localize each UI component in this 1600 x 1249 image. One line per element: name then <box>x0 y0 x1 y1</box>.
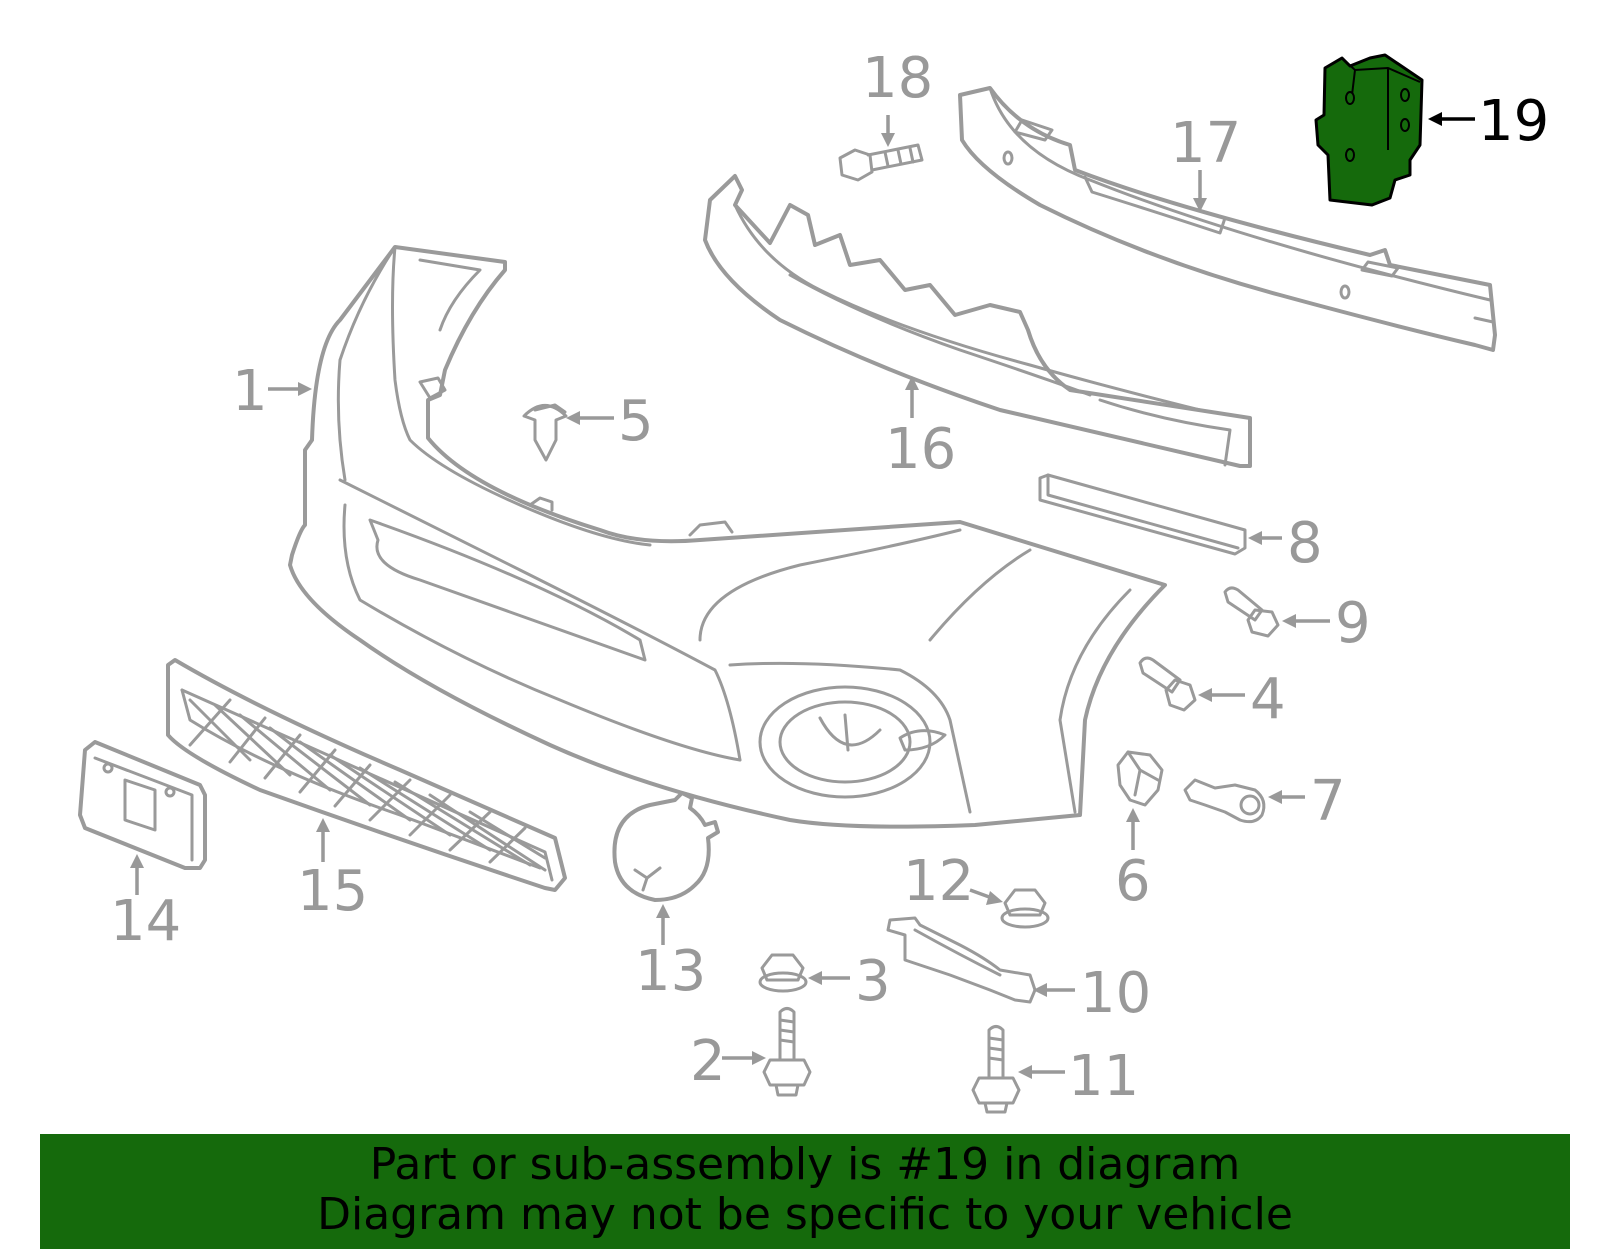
callout-18: 18 <box>862 46 933 111</box>
callout-12: 12 <box>903 849 974 914</box>
part-18-bolt[interactable] <box>838 143 924 182</box>
part-4-bolt[interactable] <box>1138 656 1197 712</box>
part-12-nut[interactable] <box>1000 888 1050 929</box>
part-3-nut[interactable] <box>758 953 808 993</box>
part-1-bumper-cover[interactable] <box>288 245 1167 829</box>
callout-3: 3 <box>855 949 891 1014</box>
callout-17: 17 <box>1170 111 1241 176</box>
part-14-license-bracket[interactable] <box>78 740 207 870</box>
part-5-push-clip[interactable] <box>522 403 568 462</box>
banner-line-1: Part or sub-assembly is #19 in diagram <box>369 1139 1241 1190</box>
callout-labels: 1 2 3 4 5 6 7 8 9 10 11 12 13 14 15 16 1… <box>110 46 1549 1109</box>
part-19-bracket[interactable] <box>1314 53 1424 207</box>
callout-16: 16 <box>885 417 956 482</box>
callout-13: 13 <box>635 939 706 1004</box>
callout-15: 15 <box>297 859 368 924</box>
callout-4: 4 <box>1250 667 1286 732</box>
part-2-bolt[interactable] <box>762 1007 812 1097</box>
part-13-tow-hook-cover[interactable] <box>612 791 720 902</box>
callout-7: 7 <box>1310 769 1346 834</box>
info-banner: Part or sub-assembly is #19 in diagram D… <box>40 1134 1570 1249</box>
part-17-reinforcement-bar[interactable] <box>958 86 1497 352</box>
callout-9: 9 <box>1335 591 1371 656</box>
callout-2: 2 <box>690 1029 726 1094</box>
callout-5: 5 <box>618 389 654 454</box>
banner-line-2: Diagram may not be specific to your vehi… <box>317 1189 1293 1240</box>
part-10-support-bracket[interactable] <box>886 916 1037 1004</box>
callout-11: 11 <box>1068 1044 1139 1109</box>
callout-14: 14 <box>110 889 181 954</box>
callout-6: 6 <box>1115 849 1151 914</box>
part-11-bolt[interactable] <box>971 1025 1021 1114</box>
part-7-clip[interactable] <box>1183 778 1266 824</box>
leader-arrows <box>130 112 1475 1079</box>
part-9-screw[interactable] <box>1223 586 1280 638</box>
part-16-energy-absorber[interactable] <box>703 174 1252 468</box>
callout-10: 10 <box>1080 961 1151 1026</box>
callout-1: 1 <box>232 359 268 424</box>
part-15-lower-grille[interactable] <box>166 658 567 892</box>
part-8-seal-strip[interactable] <box>1038 473 1247 556</box>
part-6-retainer[interactable] <box>1116 750 1164 807</box>
callout-19: 19 <box>1478 89 1549 154</box>
callout-8: 8 <box>1287 511 1323 576</box>
